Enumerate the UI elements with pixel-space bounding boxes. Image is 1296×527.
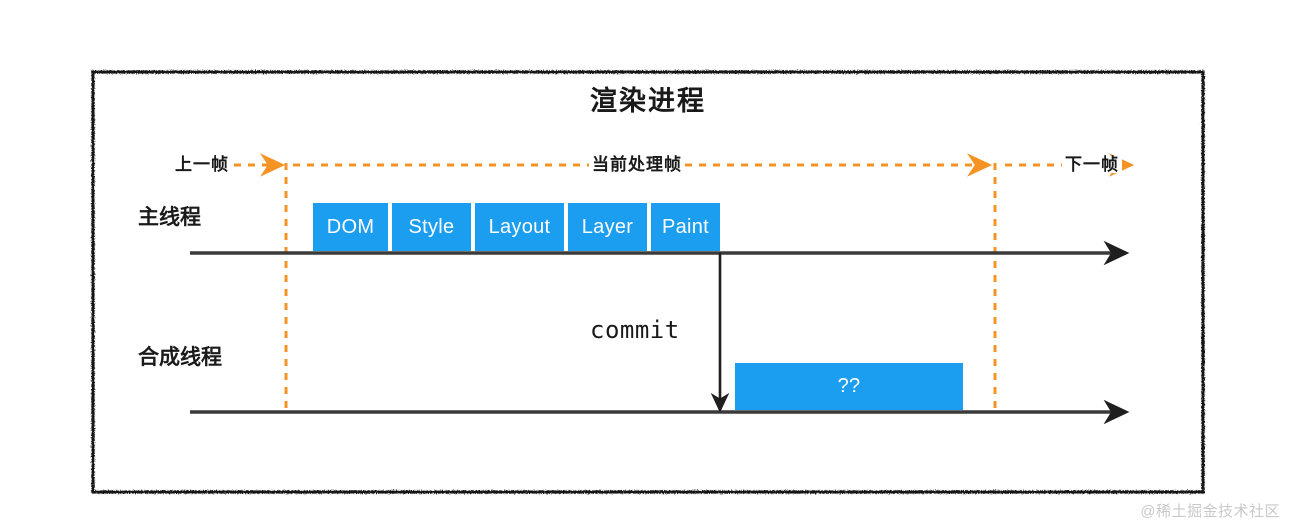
lane-label-compositor-thread: 合成线程 bbox=[138, 346, 222, 369]
stage-box-label: Paint bbox=[661, 216, 710, 238]
page-title: 渲染进程 bbox=[590, 86, 706, 116]
stage-box bbox=[313, 203, 388, 251]
label-next-frame: 下一帧 bbox=[1062, 156, 1122, 173]
compositor-thread-stage-boxes bbox=[735, 363, 963, 410]
stage-box bbox=[735, 363, 963, 410]
watermark: @稀土掘金技术社区 bbox=[1140, 503, 1280, 520]
stage-box bbox=[651, 203, 720, 251]
main-thread-stage-boxes bbox=[313, 203, 720, 251]
label-previous-frame: 上一帧 bbox=[172, 156, 232, 173]
stage-box-label: Layer bbox=[581, 216, 634, 238]
stage-box-label: Layout bbox=[488, 216, 551, 238]
stage-box bbox=[568, 203, 647, 251]
lane-label-main-thread: 主线程 bbox=[138, 206, 201, 229]
stage-box-label: DOM bbox=[326, 216, 375, 238]
timeline-axes bbox=[190, 240, 1130, 425]
stage-box bbox=[475, 203, 564, 251]
label-current-frame: 当前处理帧 bbox=[589, 156, 685, 173]
stage-box-label: Style bbox=[408, 216, 455, 238]
diagram-frame bbox=[91, 70, 1205, 494]
commit-arrow-label: commit bbox=[590, 316, 680, 344]
stage-box-label: ?? bbox=[837, 375, 861, 397]
stage-box bbox=[392, 203, 471, 251]
